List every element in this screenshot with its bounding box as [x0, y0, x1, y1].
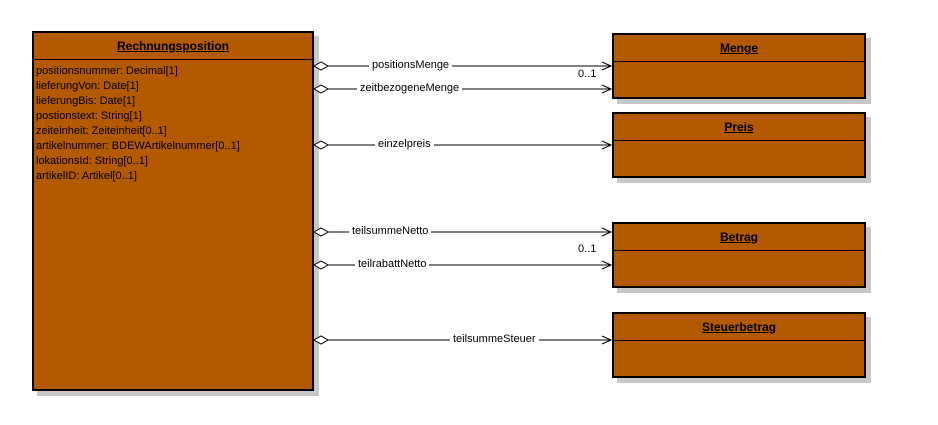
attribute: zeiteinheit: Zeiteinheit[0..1] [36, 125, 167, 137]
class-rechnungsposition[interactable]: Rechnungsposition positionsnummer: Decim… [32, 31, 314, 391]
attribute: lokationsId: String[0..1] [36, 155, 148, 167]
class-menge[interactable]: Menge [612, 33, 866, 99]
class-title: Betrag [614, 224, 864, 251]
class-title: Preis [614, 114, 864, 141]
association-label: teilsummeNetto [349, 225, 432, 238]
class-title: Rechnungsposition [34, 33, 312, 60]
association-label: zeitbezogeneMenge [357, 82, 463, 95]
attribute: positionsnummer: Decimal[1] [36, 65, 178, 77]
class-preis[interactable]: Preis [612, 112, 866, 178]
association-einzelpreis[interactable] [312, 140, 613, 150]
association-label: teilsummeSteuer [450, 333, 539, 346]
class-betrag[interactable]: Betrag [612, 222, 866, 288]
attribute: postionstext: String[1] [36, 110, 142, 122]
association-label: einzelpreis [375, 138, 434, 151]
association-label: positionsMenge [369, 59, 453, 72]
class-steuerbetrag[interactable]: Steuerbetrag [612, 312, 866, 378]
multiplicity-label: 0..1 [578, 243, 597, 255]
attribute: lieferungVon: Date[1] [36, 80, 139, 92]
multiplicity-label: 0..1 [578, 68, 597, 80]
association-positionsmenge[interactable] [312, 61, 613, 71]
class-title: Steuerbetrag [614, 314, 864, 341]
class-title: Menge [614, 35, 864, 62]
association-label: teilrabattNetto [355, 258, 430, 271]
attribute: artikelnummer: BDEWArtikelnummer[0..1] [36, 140, 240, 152]
attribute: artikelID: Artikel[0..1] [36, 170, 137, 182]
attribute: lieferungBis: Date[1] [36, 95, 136, 107]
attribute-list: positionsnummer: Decimal[1] lieferungVon… [34, 60, 312, 188]
